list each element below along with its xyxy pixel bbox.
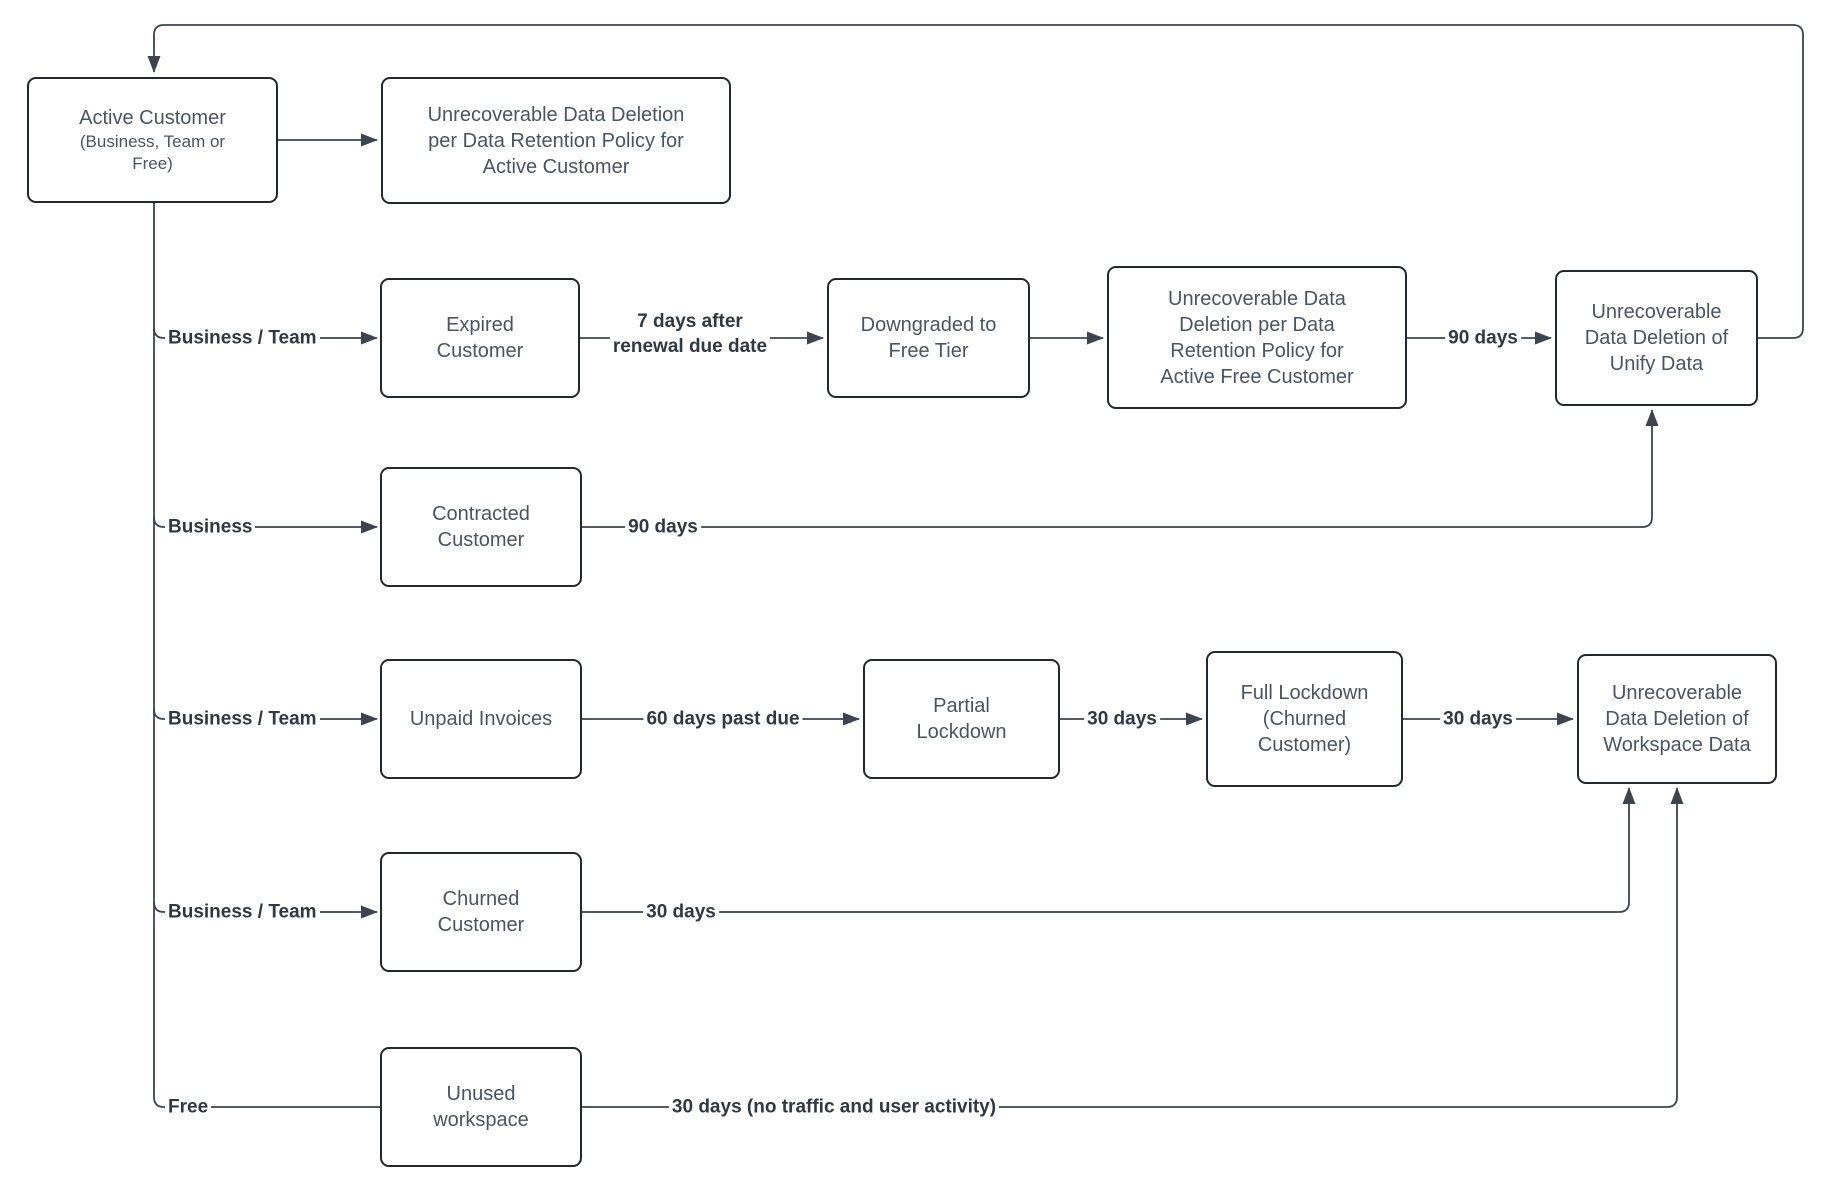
edge-label-business-team-unpaid: Business / Team (165, 706, 320, 732)
edge-feedback-loop (147, 24, 1804, 339)
node-label: Unrecoverable Data Deletion per Data Ret… (427, 103, 685, 178)
node-label: Unrecoverable Data Deletion of Unify Dat… (1584, 301, 1729, 375)
edge-label-seven-days-after-renewal: 7 days after renewal due date (609, 309, 771, 359)
node-label: Unpaid Invoices (409, 708, 553, 730)
node-label: Churned Customer (437, 888, 525, 936)
node-label: Active Customer (79, 107, 226, 129)
edge-label-ninety-days-free-tier: 90 days (1445, 325, 1521, 351)
node-label: Unused workspace (433, 1083, 529, 1131)
node-label: Expired Customer (436, 314, 524, 362)
node-label: Partial Lockdown (916, 695, 1007, 743)
edge-label-business: Business (165, 514, 256, 540)
node-label: Downgraded to Free Tier (860, 314, 997, 362)
node-deletion-unify: Unrecoverable Data Deletion of Unify Dat… (1555, 270, 1758, 406)
edge-label-business-team-churned: Business / Team (165, 899, 320, 925)
node-unused-workspace: Unused workspace (380, 1047, 582, 1167)
node-expired-customer: Expired Customer (380, 278, 580, 398)
node-contracted-customer: Contracted Customer (380, 467, 582, 587)
edge-branch-business-team-expired (153, 327, 378, 345)
edge-label-ninety-days-contracted: 90 days (625, 514, 701, 540)
edge-label-thirty-days-no-traffic: 30 days (no traffic and user activity) (668, 1094, 1000, 1120)
node-unpaid-invoices: Unpaid Invoices (380, 659, 582, 779)
edge-branch-business-contracted (153, 516, 378, 534)
node-label: Contracted Customer (432, 503, 530, 551)
edge-branch-business-team-churned (153, 901, 378, 919)
edge-label-thirty-days-full: 30 days (1440, 706, 1516, 732)
edge-label-thirty-days-churned: 30 days (643, 899, 719, 925)
node-downgraded-free-tier: Downgraded to Free Tier (827, 278, 1030, 398)
edge-contracted-to-unify (582, 409, 1659, 528)
node-deletion-active: Unrecoverable Data Deletion per Data Ret… (381, 77, 731, 204)
node-full-lockdown: Full Lockdown (Churned Customer) (1206, 651, 1403, 787)
node-churned-customer: Churned Customer (380, 852, 582, 972)
edge-label-thirty-days-partial: 30 days (1084, 706, 1160, 732)
edge-label-free: Free (165, 1094, 212, 1120)
edge-churned-to-workspace-deletion (582, 787, 1636, 913)
node-label: Unrecoverable Data Deletion of Workspace… (1603, 682, 1751, 756)
node-sublabel: (Business, Team or Free) (79, 132, 226, 173)
node-deletion-active-free: Unrecoverable Data Deletion per Data Ret… (1107, 266, 1407, 409)
node-label: Unrecoverable Data Deletion per Data Ret… (1160, 287, 1354, 388)
node-partial-lockdown: Partial Lockdown (863, 659, 1060, 779)
edge-label-sixty-days-past-due: 60 days past due (643, 706, 803, 732)
node-deletion-workspace: Unrecoverable Data Deletion of Workspace… (1577, 654, 1777, 784)
edge-label-business-team-expired: Business / Team (165, 325, 320, 351)
node-active-customer: Active Customer (Business, Team or Free) (27, 77, 278, 203)
edge-branch-business-team-unpaid (153, 708, 378, 726)
node-label: Full Lockdown (Churned Customer) (1240, 682, 1369, 756)
